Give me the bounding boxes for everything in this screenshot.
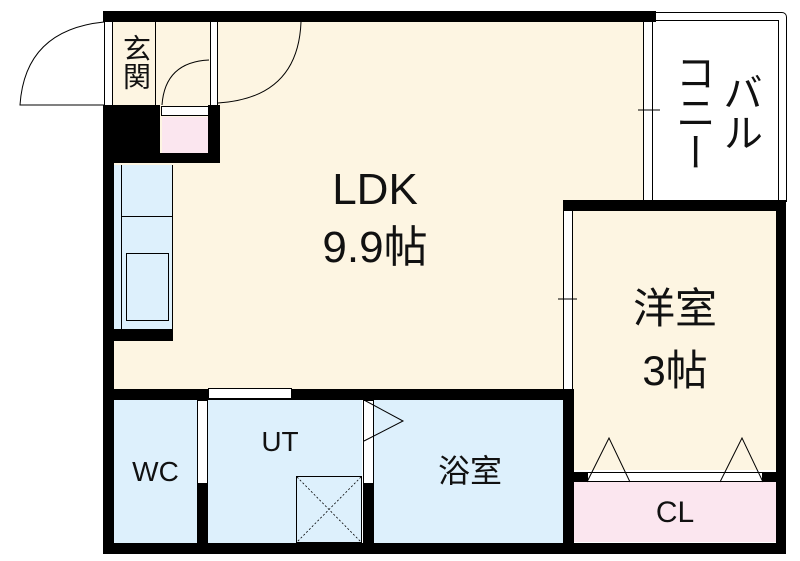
bathroom-label: 浴室 bbox=[437, 453, 502, 489]
washer-pan bbox=[296, 476, 362, 543]
kitchen-counter bbox=[113, 165, 173, 330]
western-room-label: 洋室 bbox=[632, 285, 717, 332]
wc-floor bbox=[113, 400, 198, 543]
balcony-inner bbox=[655, 20, 779, 202]
closet-label: CL bbox=[655, 496, 695, 529]
wall-western-top bbox=[563, 200, 786, 211]
balcony bbox=[655, 12, 787, 202]
entrance-step-line bbox=[155, 22, 156, 105]
western-room-floor bbox=[573, 210, 776, 470]
wall-bath-right bbox=[563, 389, 574, 549]
bathroom-floor bbox=[373, 400, 563, 543]
western-window bbox=[563, 211, 573, 389]
wall-top bbox=[103, 11, 656, 22]
wall-entrance-right bbox=[208, 105, 220, 163]
ut-label: UT bbox=[261, 426, 299, 457]
ldk-size: 9.9帖 bbox=[322, 223, 428, 272]
balcony-label-col2: コニー bbox=[670, 52, 714, 172]
closet-door-slot bbox=[587, 472, 763, 482]
wall-wc-ut bbox=[197, 483, 208, 548]
closet-floor bbox=[573, 482, 776, 542]
kitchen-sink bbox=[126, 253, 169, 321]
ut-door-slot bbox=[208, 388, 292, 399]
kitchen-divider bbox=[121, 216, 173, 217]
shoe-box bbox=[162, 117, 210, 153]
inner-door-slot bbox=[210, 22, 218, 105]
wall-kitchen-bottom bbox=[103, 329, 173, 341]
ut-floor bbox=[207, 400, 362, 543]
balcony-window bbox=[643, 22, 653, 200]
kitchen-counter-edge bbox=[121, 165, 173, 329]
entrance-floor bbox=[113, 20, 218, 105]
bath-door-slot bbox=[363, 400, 374, 484]
wc-label: WC bbox=[132, 456, 179, 487]
wall-bottom bbox=[103, 543, 785, 554]
wall-entrance-bottom bbox=[103, 153, 220, 163]
wall-wet-top bbox=[103, 389, 573, 400]
entrance-label: 玄関 bbox=[120, 34, 151, 90]
balcony-label-col1: バル bbox=[717, 72, 761, 152]
ldk-label: LDK bbox=[332, 165, 418, 214]
entrance-door-slot bbox=[104, 22, 113, 105]
wall-ut-bath bbox=[363, 483, 374, 548]
western-room-size: 3帖 bbox=[642, 347, 708, 394]
wc-door-slot bbox=[197, 400, 208, 484]
wall-right bbox=[776, 200, 786, 554]
shoebox-door-slot bbox=[161, 106, 209, 116]
